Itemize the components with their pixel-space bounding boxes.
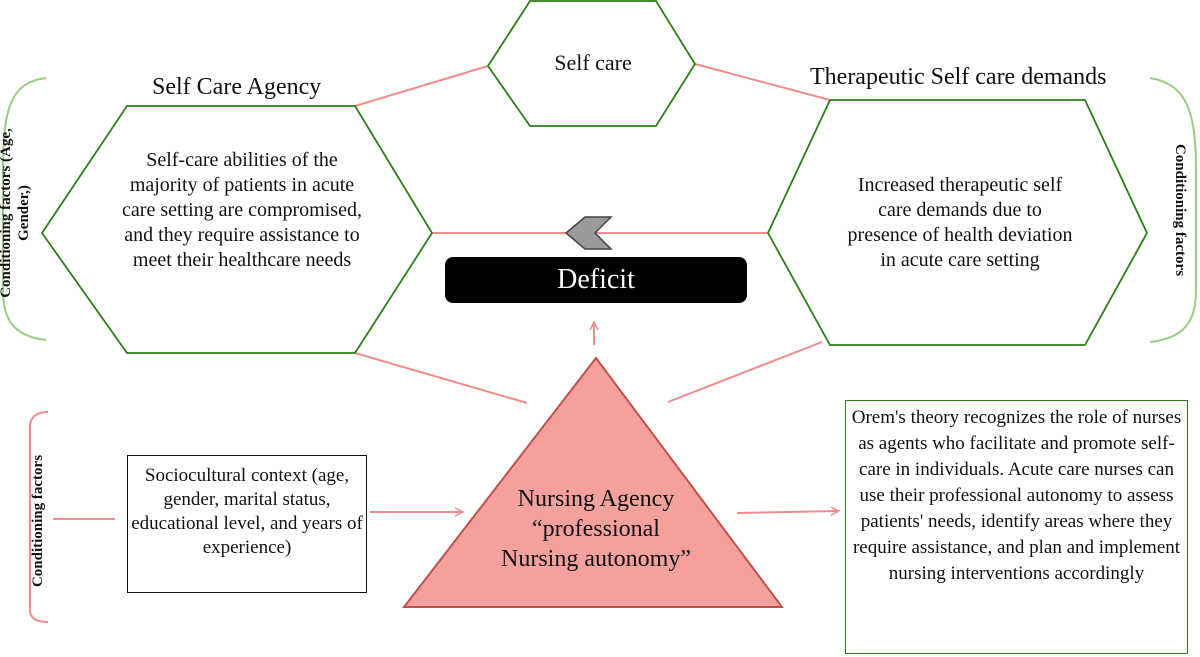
chevron-left-icon: [564, 216, 613, 250]
hexagon-therapeutic-demands: [766, 99, 1149, 346]
conditioning-factors-left-bottom: Conditioning factors: [30, 454, 46, 588]
connector-selfcare-left: [354, 65, 489, 107]
connector-left-hex-triangle: [354, 352, 528, 404]
therapeutic-demands-title: Therapeutic Self care demands: [810, 64, 1107, 90]
connector-right-hex-triangle: [667, 341, 823, 403]
bracket-left-bottom: [29, 411, 49, 623]
self-care-agency-text: Self-care abilities of the majority of p…: [122, 149, 362, 271]
conditioning-factors-right-top: Conditioning factors: [1172, 143, 1188, 277]
hexagon-self-care-agency: [40, 105, 434, 354]
bracket-right-top: [1149, 77, 1197, 343]
conditioning-factors-left-top: Conditioning factors (Age, Gender,): [0, 128, 32, 298]
nursing-agency-text: Nursing Agency “professional Nursing aut…: [501, 486, 691, 572]
therapeutic-demands-text: Increased therapeutic self care demands …: [847, 174, 1073, 271]
sociocultural-context-box: Sociocultural context (age, gender, mari…: [127, 455, 367, 593]
orem-theory-box: Orem's theory recognizes the role of nur…: [845, 400, 1188, 654]
self-care-label: Self care: [554, 50, 632, 75]
connector-selfcare-right: [694, 63, 831, 101]
self-care-agency-title: Self Care Agency: [152, 74, 322, 100]
hexagon-self-care: [486, 0, 697, 127]
triangle-nursing-agency: [401, 356, 784, 608]
bracket-left-top: [1, 77, 47, 341]
arrow-triangle-to-orem: [736, 511, 838, 513]
deficit-label: Deficit: [445, 257, 747, 303]
